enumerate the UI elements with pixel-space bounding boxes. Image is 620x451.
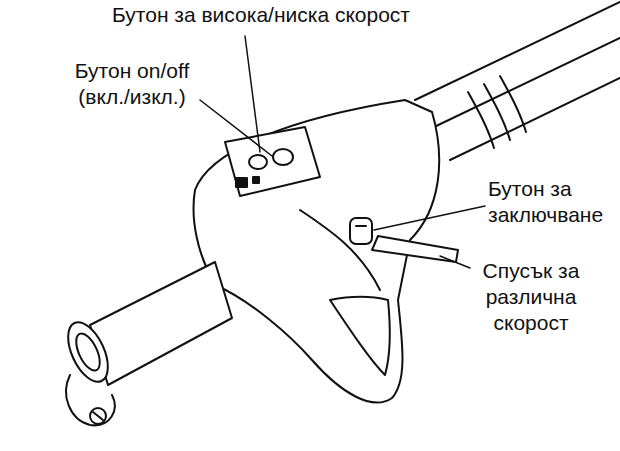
callout-label: Бутон за висока/ниска скорост	[112, 2, 512, 28]
speed-button	[249, 155, 267, 169]
callout-label: Бутон за заключване	[488, 176, 616, 228]
control-panel	[225, 127, 320, 196]
shaft	[415, 2, 620, 160]
front-grip	[60, 262, 232, 425]
lock-button-mark	[356, 225, 366, 227]
trigger-guard-opening	[330, 297, 390, 375]
leader-lines	[200, 36, 485, 268]
callout-label: Спусък за различна скорост	[472, 258, 590, 336]
callout-label: Бутон on/off (вкл./изкл.)	[62, 58, 202, 110]
housing-ridge	[300, 210, 380, 290]
on-off-button	[273, 149, 293, 165]
lock-button	[350, 218, 372, 244]
